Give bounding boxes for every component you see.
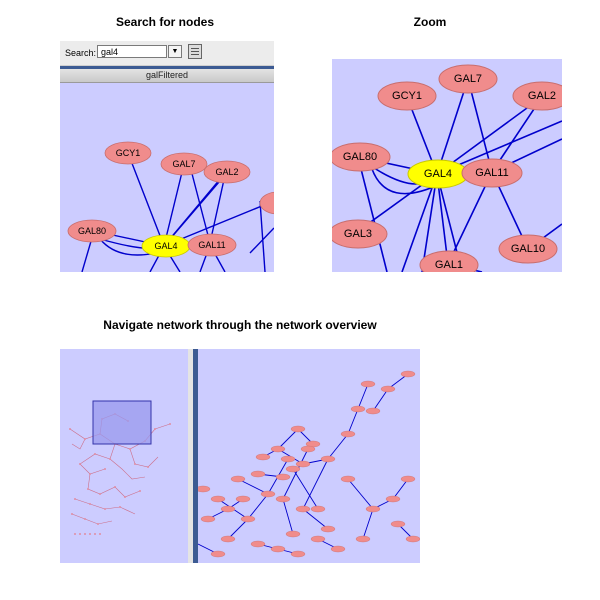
overview-viewport-rect[interactable] xyxy=(92,400,152,445)
search-node-gcy1[interactable]: GCY1 xyxy=(104,141,152,165)
network-tab-title[interactable]: galFiltered xyxy=(60,69,274,83)
zoom-node-gal10[interactable]: GAL10 xyxy=(498,234,558,264)
node-label: GAL11 xyxy=(475,167,508,179)
search-node-partial[interactable] xyxy=(259,191,274,215)
panel-splitter[interactable] xyxy=(188,349,198,563)
zoom-node-gcy1[interactable]: GCY1 xyxy=(377,81,437,111)
search-label: Search: xyxy=(65,48,97,58)
search-node-gal4-selected[interactable]: GAL4 xyxy=(141,234,191,258)
node-label: GAL2 xyxy=(528,90,556,102)
search-input[interactable]: gal4 xyxy=(97,45,167,58)
node-label: GAL80 xyxy=(343,151,377,163)
chevron-down-icon[interactable]: ▼ xyxy=(168,45,182,58)
zoom-node-gal4-selected[interactable]: GAL4 xyxy=(407,159,469,189)
zoom-node-gal11[interactable]: GAL11 xyxy=(461,158,523,188)
node-label: GAL7 xyxy=(172,159,195,169)
search-node-gal2[interactable]: GAL2 xyxy=(203,160,251,184)
main-nodes xyxy=(198,370,420,558)
node-label: GCY1 xyxy=(116,148,141,158)
search-node-gal7[interactable]: GAL7 xyxy=(160,152,208,176)
node-label: GAL3 xyxy=(344,228,372,240)
node-label: GAL4 xyxy=(154,241,177,251)
node-label: GAL7 xyxy=(454,73,482,85)
search-network-canvas[interactable]: GCY1 GAL7 GAL2 GAL80 GAL4 GAL11 xyxy=(60,83,274,272)
search-node-gal11[interactable]: GAL11 xyxy=(187,233,237,257)
node-label: GCY1 xyxy=(392,90,422,102)
node-label: GAL10 xyxy=(511,243,545,255)
main-network-svg xyxy=(198,370,420,558)
node-label: GAL4 xyxy=(424,168,452,180)
list-icon[interactable] xyxy=(188,44,202,59)
main-network-canvas[interactable] xyxy=(198,349,420,563)
toolbar-separator xyxy=(60,66,274,69)
node-label: GAL2 xyxy=(215,167,238,177)
search-toolbar: Search: gal4 ▼ xyxy=(60,41,274,66)
zoom-node-gal80[interactable]: GAL80 xyxy=(332,142,391,172)
node-label: GAL11 xyxy=(198,240,225,250)
node-label: GAL1 xyxy=(435,259,463,271)
zoom-node-gal2[interactable]: GAL2 xyxy=(512,81,562,111)
zoom-node-gal1[interactable]: GAL1 xyxy=(419,250,479,272)
navigate-heading: Navigate network through the network ove… xyxy=(103,318,377,332)
zoom-node-gal7[interactable]: GAL7 xyxy=(438,64,498,94)
zoom-network-svg: GAL7 GCY1 GAL2 GAL80 GAL4 GAL11 GAL3 GA xyxy=(332,64,562,272)
network-overview-panel[interactable] xyxy=(60,349,188,563)
zoom-heading: Zoom xyxy=(413,15,447,29)
search-heading: Search for nodes xyxy=(115,15,215,29)
zoom-network-canvas[interactable]: GAL7 GCY1 GAL2 GAL80 GAL4 GAL11 GAL3 GA xyxy=(332,59,562,272)
node-label: GAL80 xyxy=(78,226,106,236)
search-network-svg: GCY1 GAL7 GAL2 GAL80 GAL4 GAL11 xyxy=(67,141,274,272)
search-node-gal80[interactable]: GAL80 xyxy=(67,219,117,243)
zoom-node-gal3[interactable]: GAL3 xyxy=(332,219,388,249)
overview-svg xyxy=(69,400,171,535)
zoom-edges xyxy=(353,78,562,272)
